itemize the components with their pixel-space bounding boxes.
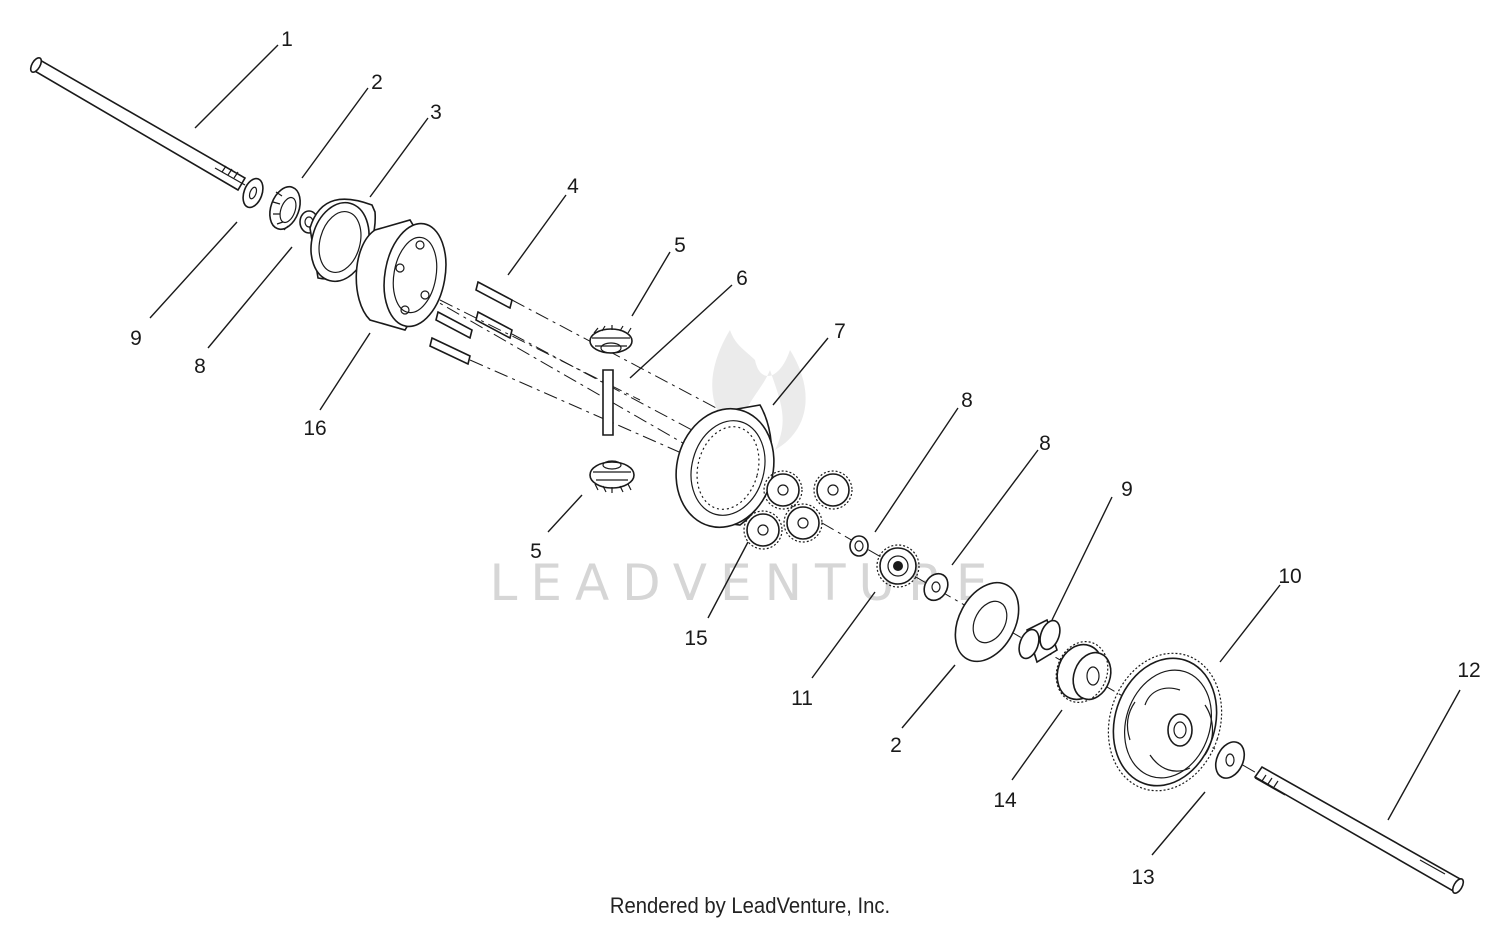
part-nut-right xyxy=(849,535,869,557)
callout-10-spacer: 9 xyxy=(1121,478,1133,501)
callout-3-thrust-washer: 3 xyxy=(430,101,442,124)
part-large-drive-gear xyxy=(1107,652,1223,792)
part-washer-left xyxy=(242,177,264,209)
watermark-text: LEADVENTURE xyxy=(490,554,1001,612)
callout-12-end-washer: 13 xyxy=(1131,866,1154,889)
callout-1-left-axle: 1 xyxy=(281,28,293,51)
part-bevel-gear-left xyxy=(269,185,301,231)
callout-6-cross-shaft: 6 xyxy=(736,267,748,290)
callout-7-ring-gear: 7 xyxy=(834,320,846,343)
callout-4-pins: 4 xyxy=(567,175,579,198)
part-pins xyxy=(429,280,721,471)
callout-5-bottom-gear: 5 xyxy=(530,540,542,563)
part-washer-right xyxy=(923,572,949,602)
callout-labels: 1 2 3 4 5 6 7 8 9 8 16 5 15 8 9 10 11 2 … xyxy=(130,28,1481,889)
callout-8-right-nut: 8 xyxy=(961,389,973,412)
part-axle-left xyxy=(29,56,247,192)
callout-14-thrust-washer: 2 xyxy=(890,734,902,757)
part-planet-gears xyxy=(743,470,853,550)
leader-lines xyxy=(149,44,1461,856)
part-differential-housing xyxy=(355,219,447,331)
part-cross-shaft xyxy=(602,369,614,436)
callout-9-left-washer: 9 xyxy=(130,327,142,350)
callout-15-planet-gears: 15 xyxy=(684,627,707,650)
callout-11-large-gear: 10 xyxy=(1278,565,1301,588)
part-spur-gear xyxy=(1055,641,1112,703)
part-spider-gear-bottom xyxy=(589,460,635,493)
part-bevel-gear-right xyxy=(876,544,920,588)
callout-2-left-gear: 2 xyxy=(371,71,383,94)
part-internal-ring-gear xyxy=(675,404,775,529)
callout-13-spur-gear: 14 xyxy=(993,789,1017,812)
callout-1-right-axle: 12 xyxy=(1457,659,1480,682)
part-spacer-bushing xyxy=(1018,618,1061,664)
part-washer-end xyxy=(1214,741,1246,779)
render-credit: Rendered by LeadVenture, Inc. xyxy=(609,893,891,918)
part-thrust-washer-right xyxy=(954,581,1020,663)
part-spider-gear-top xyxy=(589,325,633,354)
callout-9-right-washer: 8 xyxy=(1039,432,1051,455)
callout-5-top-gear: 5 xyxy=(674,234,686,257)
callout-8-left-nut: 8 xyxy=(194,355,206,378)
callout-16-housing: 16 xyxy=(303,417,326,440)
part-axle-right xyxy=(1253,765,1465,895)
callout-2-right-gear: 11 xyxy=(791,687,813,710)
